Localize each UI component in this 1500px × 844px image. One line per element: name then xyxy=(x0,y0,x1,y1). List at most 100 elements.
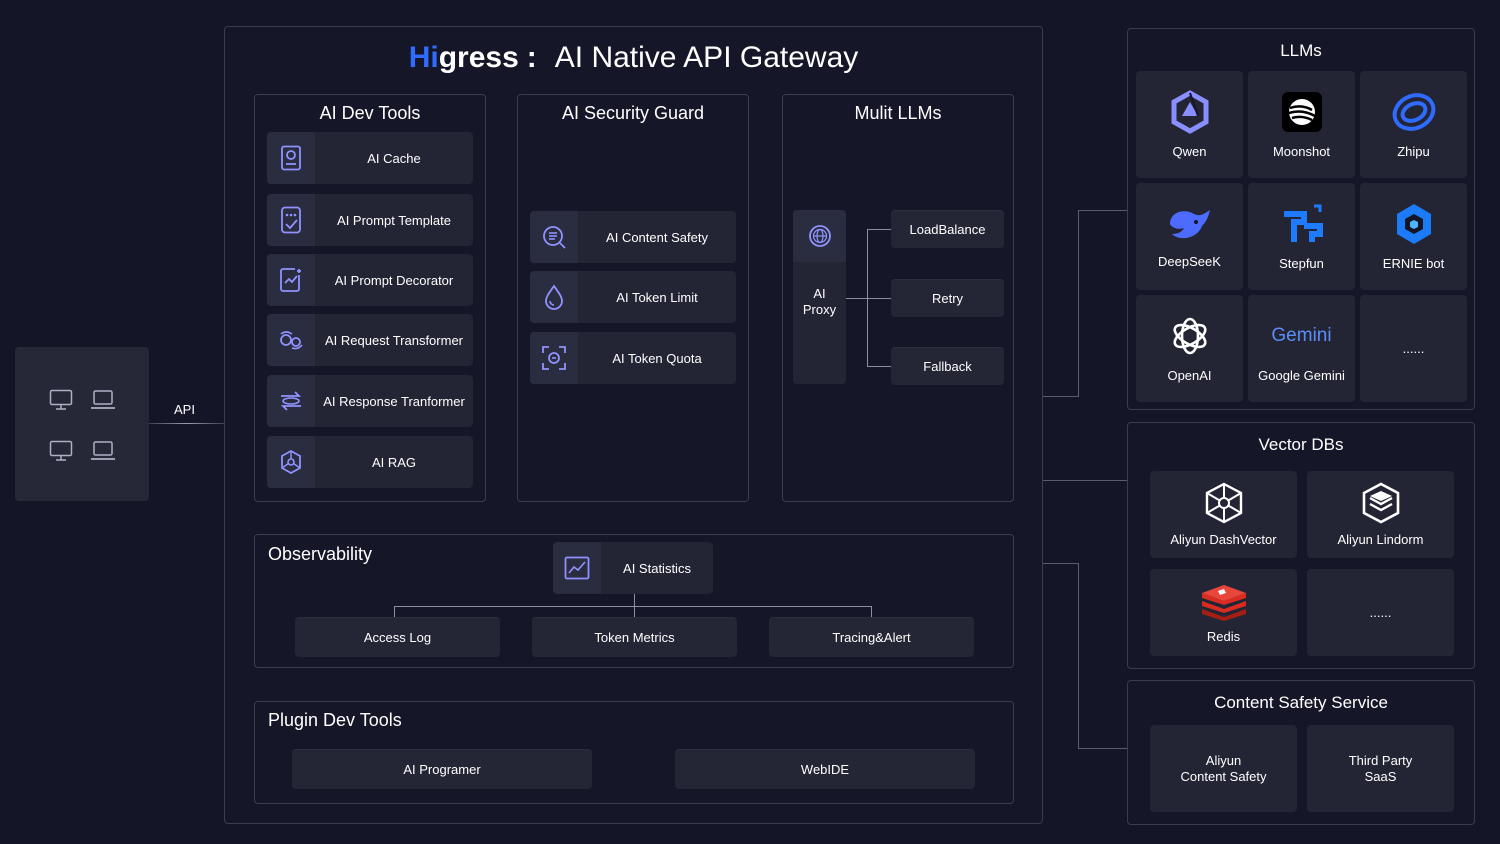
deepseek-whale-icon xyxy=(1169,210,1210,239)
llm-moonshot[interactable]: Moonshot xyxy=(1248,71,1355,178)
access-log-button[interactable]: Access Log xyxy=(295,617,500,657)
security-label: AI Token Quota xyxy=(612,350,702,366)
drop-icon xyxy=(545,284,563,310)
stepfun-icon xyxy=(1283,204,1323,242)
llm-stepfun[interactable]: Stepfun xyxy=(1248,183,1355,290)
gemini-logo-icon: Gemini xyxy=(1271,325,1332,346)
proxy-branch-retry xyxy=(846,298,891,299)
third-party-saas[interactable]: Third Party SaaS xyxy=(1307,725,1454,812)
dev-tool-prompt-decorator[interactable]: AI Prompt Decorator xyxy=(267,254,473,306)
ernie-bot-icon xyxy=(1396,204,1431,244)
request-transform-icon xyxy=(280,331,303,350)
title-tagline: AI Native API Gateway xyxy=(554,41,859,74)
page-title: Higress:AI Native API Gateway xyxy=(225,41,1042,75)
proxy-branch-fallback xyxy=(867,366,891,367)
proxy-branch-loadbalance xyxy=(867,229,891,230)
chart-icon xyxy=(564,556,590,580)
dev-tools-title: AI Dev Tools xyxy=(319,103,421,123)
globe-icon xyxy=(808,225,831,247)
connector-safety-v xyxy=(1078,563,1079,749)
ai-statistics[interactable]: AI Statistics xyxy=(553,542,713,594)
logo-gress: gress xyxy=(438,41,519,74)
token-metrics-button[interactable]: Token Metrics xyxy=(532,617,737,657)
vector-more[interactable]: ...... xyxy=(1307,569,1454,656)
security-token-limit[interactable]: AI Token Limit xyxy=(530,271,736,323)
stats-trunk xyxy=(634,594,635,617)
loadbalance-button[interactable]: LoadBalance xyxy=(891,210,1004,248)
security-token-quota[interactable]: AI Token Quota xyxy=(530,332,736,384)
retry-button[interactable]: Retry xyxy=(891,279,1004,317)
dev-tool-label: AI RAG xyxy=(371,454,417,470)
llm-deepseek[interactable]: DeepSeeK xyxy=(1136,183,1243,290)
decorator-icon xyxy=(280,268,301,292)
aliyun-content-safety[interactable]: Aliyun Content Safety xyxy=(1150,725,1297,812)
moonshot-icon xyxy=(1281,92,1322,132)
security-label: AI Content Safety xyxy=(606,229,708,245)
template-icon xyxy=(281,206,301,234)
llm-ernie[interactable]: ERNIE bot xyxy=(1360,183,1467,290)
title-separator: : xyxy=(526,41,537,74)
connector-safety-h2 xyxy=(1078,748,1128,749)
llm-google-gemini[interactable]: Gemini Google Gemini xyxy=(1248,295,1355,402)
lindorm-icon xyxy=(1362,482,1399,524)
proxy-branch-vertical xyxy=(867,229,868,366)
api-connector xyxy=(149,423,225,424)
openai-icon xyxy=(1172,317,1207,355)
dev-tool-label: AI Cache xyxy=(367,150,421,166)
observability-title: Observability xyxy=(268,544,373,564)
vector-label: Redis xyxy=(1206,629,1241,644)
dev-tool-ai-rag[interactable]: AI RAG xyxy=(267,436,473,488)
plugin-title: Plugin Dev Tools xyxy=(268,710,402,730)
dev-tool-label: AI Response Tranformer xyxy=(323,393,465,409)
desktop-icon-2 xyxy=(49,440,73,461)
dev-tool-prompt-template[interactable]: AI Prompt Template xyxy=(267,194,473,246)
llm-label: OpenAI xyxy=(1167,368,1212,383)
webide-button[interactable]: WebIDE xyxy=(675,749,975,789)
llms-title: LLMs xyxy=(1280,41,1322,60)
dev-tool-response-transformer[interactable]: AI Response Tranformer xyxy=(267,375,473,427)
ai-statistics-label: AI Statistics xyxy=(623,560,691,576)
llm-label: Stepfun xyxy=(1279,256,1324,271)
content-safety-icon xyxy=(543,226,566,249)
dev-tool-request-transformer[interactable]: AI Request Transformer xyxy=(267,314,473,366)
llm-label: Zhipu xyxy=(1397,144,1430,159)
llm-label: Google Gemini xyxy=(1258,368,1345,383)
ai-programer-button[interactable]: AI Programer xyxy=(292,749,592,789)
fallback-button[interactable]: Fallback xyxy=(891,347,1004,385)
connector-llms-h2 xyxy=(1078,210,1128,211)
security-title: AI Security Guard xyxy=(561,103,705,123)
response-transform-icon xyxy=(280,391,302,411)
zhipu-icon xyxy=(1392,93,1435,131)
stats-branch-left xyxy=(394,606,395,617)
vector-label: ...... xyxy=(1369,605,1392,620)
llm-openai[interactable]: OpenAI xyxy=(1136,295,1243,402)
llm-label: ERNIE bot xyxy=(1382,256,1445,271)
connector-vector xyxy=(1043,480,1128,481)
connector-llms-h1 xyxy=(1043,396,1079,397)
dev-tool-ai-cache[interactable]: AI Cache xyxy=(267,132,473,184)
llm-label: Moonshot xyxy=(1272,144,1331,159)
llm-qwen[interactable]: Qwen xyxy=(1136,71,1243,178)
llm-zhipu[interactable]: Zhipu xyxy=(1360,71,1467,178)
llm-label: DeepSeeK xyxy=(1158,254,1221,269)
dev-tool-label: AI Request Transformer xyxy=(325,332,463,348)
stats-branch-horizontal xyxy=(394,606,872,607)
vector-label: Aliyun DashVector xyxy=(1170,532,1277,547)
desktop-icon xyxy=(49,389,73,410)
vector-label: Aliyun Lindorm xyxy=(1337,532,1424,547)
vector-lindorm[interactable]: Aliyun Lindorm xyxy=(1307,471,1454,558)
vector-dashvector[interactable]: Aliyun DashVector xyxy=(1150,471,1297,558)
tracing-alert-button[interactable]: Tracing&Alert xyxy=(769,617,974,657)
vector-redis[interactable]: Redis xyxy=(1150,569,1297,656)
cache-icon xyxy=(281,145,301,171)
llm-more[interactable]: ...... xyxy=(1360,295,1467,402)
ai-proxy-box[interactable]: AI Proxy xyxy=(793,210,846,384)
dev-tool-label: AI Prompt Template xyxy=(337,212,451,228)
connector-llms-v xyxy=(1078,210,1079,397)
client-box xyxy=(15,347,149,501)
llm-label: Qwen xyxy=(1172,144,1207,159)
security-label: AI Token Limit xyxy=(616,289,698,305)
stats-branch-right xyxy=(871,606,872,617)
quota-icon xyxy=(542,346,566,370)
security-content-safety[interactable]: AI Content Safety xyxy=(530,211,736,263)
